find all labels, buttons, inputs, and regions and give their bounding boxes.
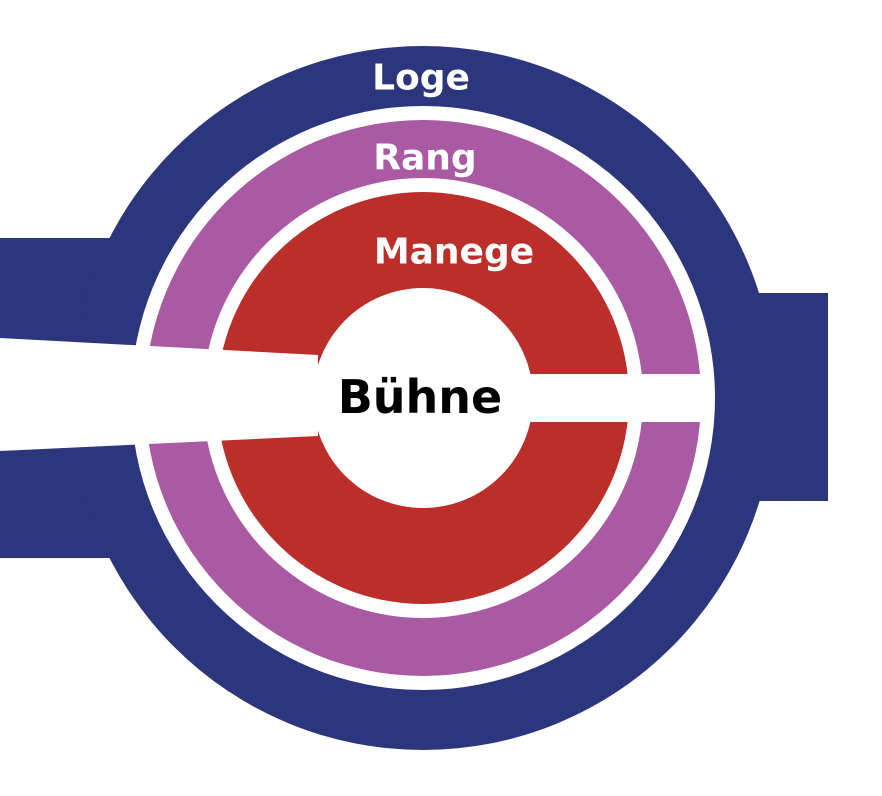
manege-label: Manege: [374, 232, 534, 273]
rang-label: Rang: [373, 138, 476, 179]
buehne-circle[interactable]: [313, 288, 533, 508]
buehne-label: Bühne: [338, 370, 503, 424]
stage-entrance-passage: [0, 338, 318, 451]
stage-right-passage: [510, 374, 710, 422]
loge-label: Loge: [372, 58, 470, 99]
